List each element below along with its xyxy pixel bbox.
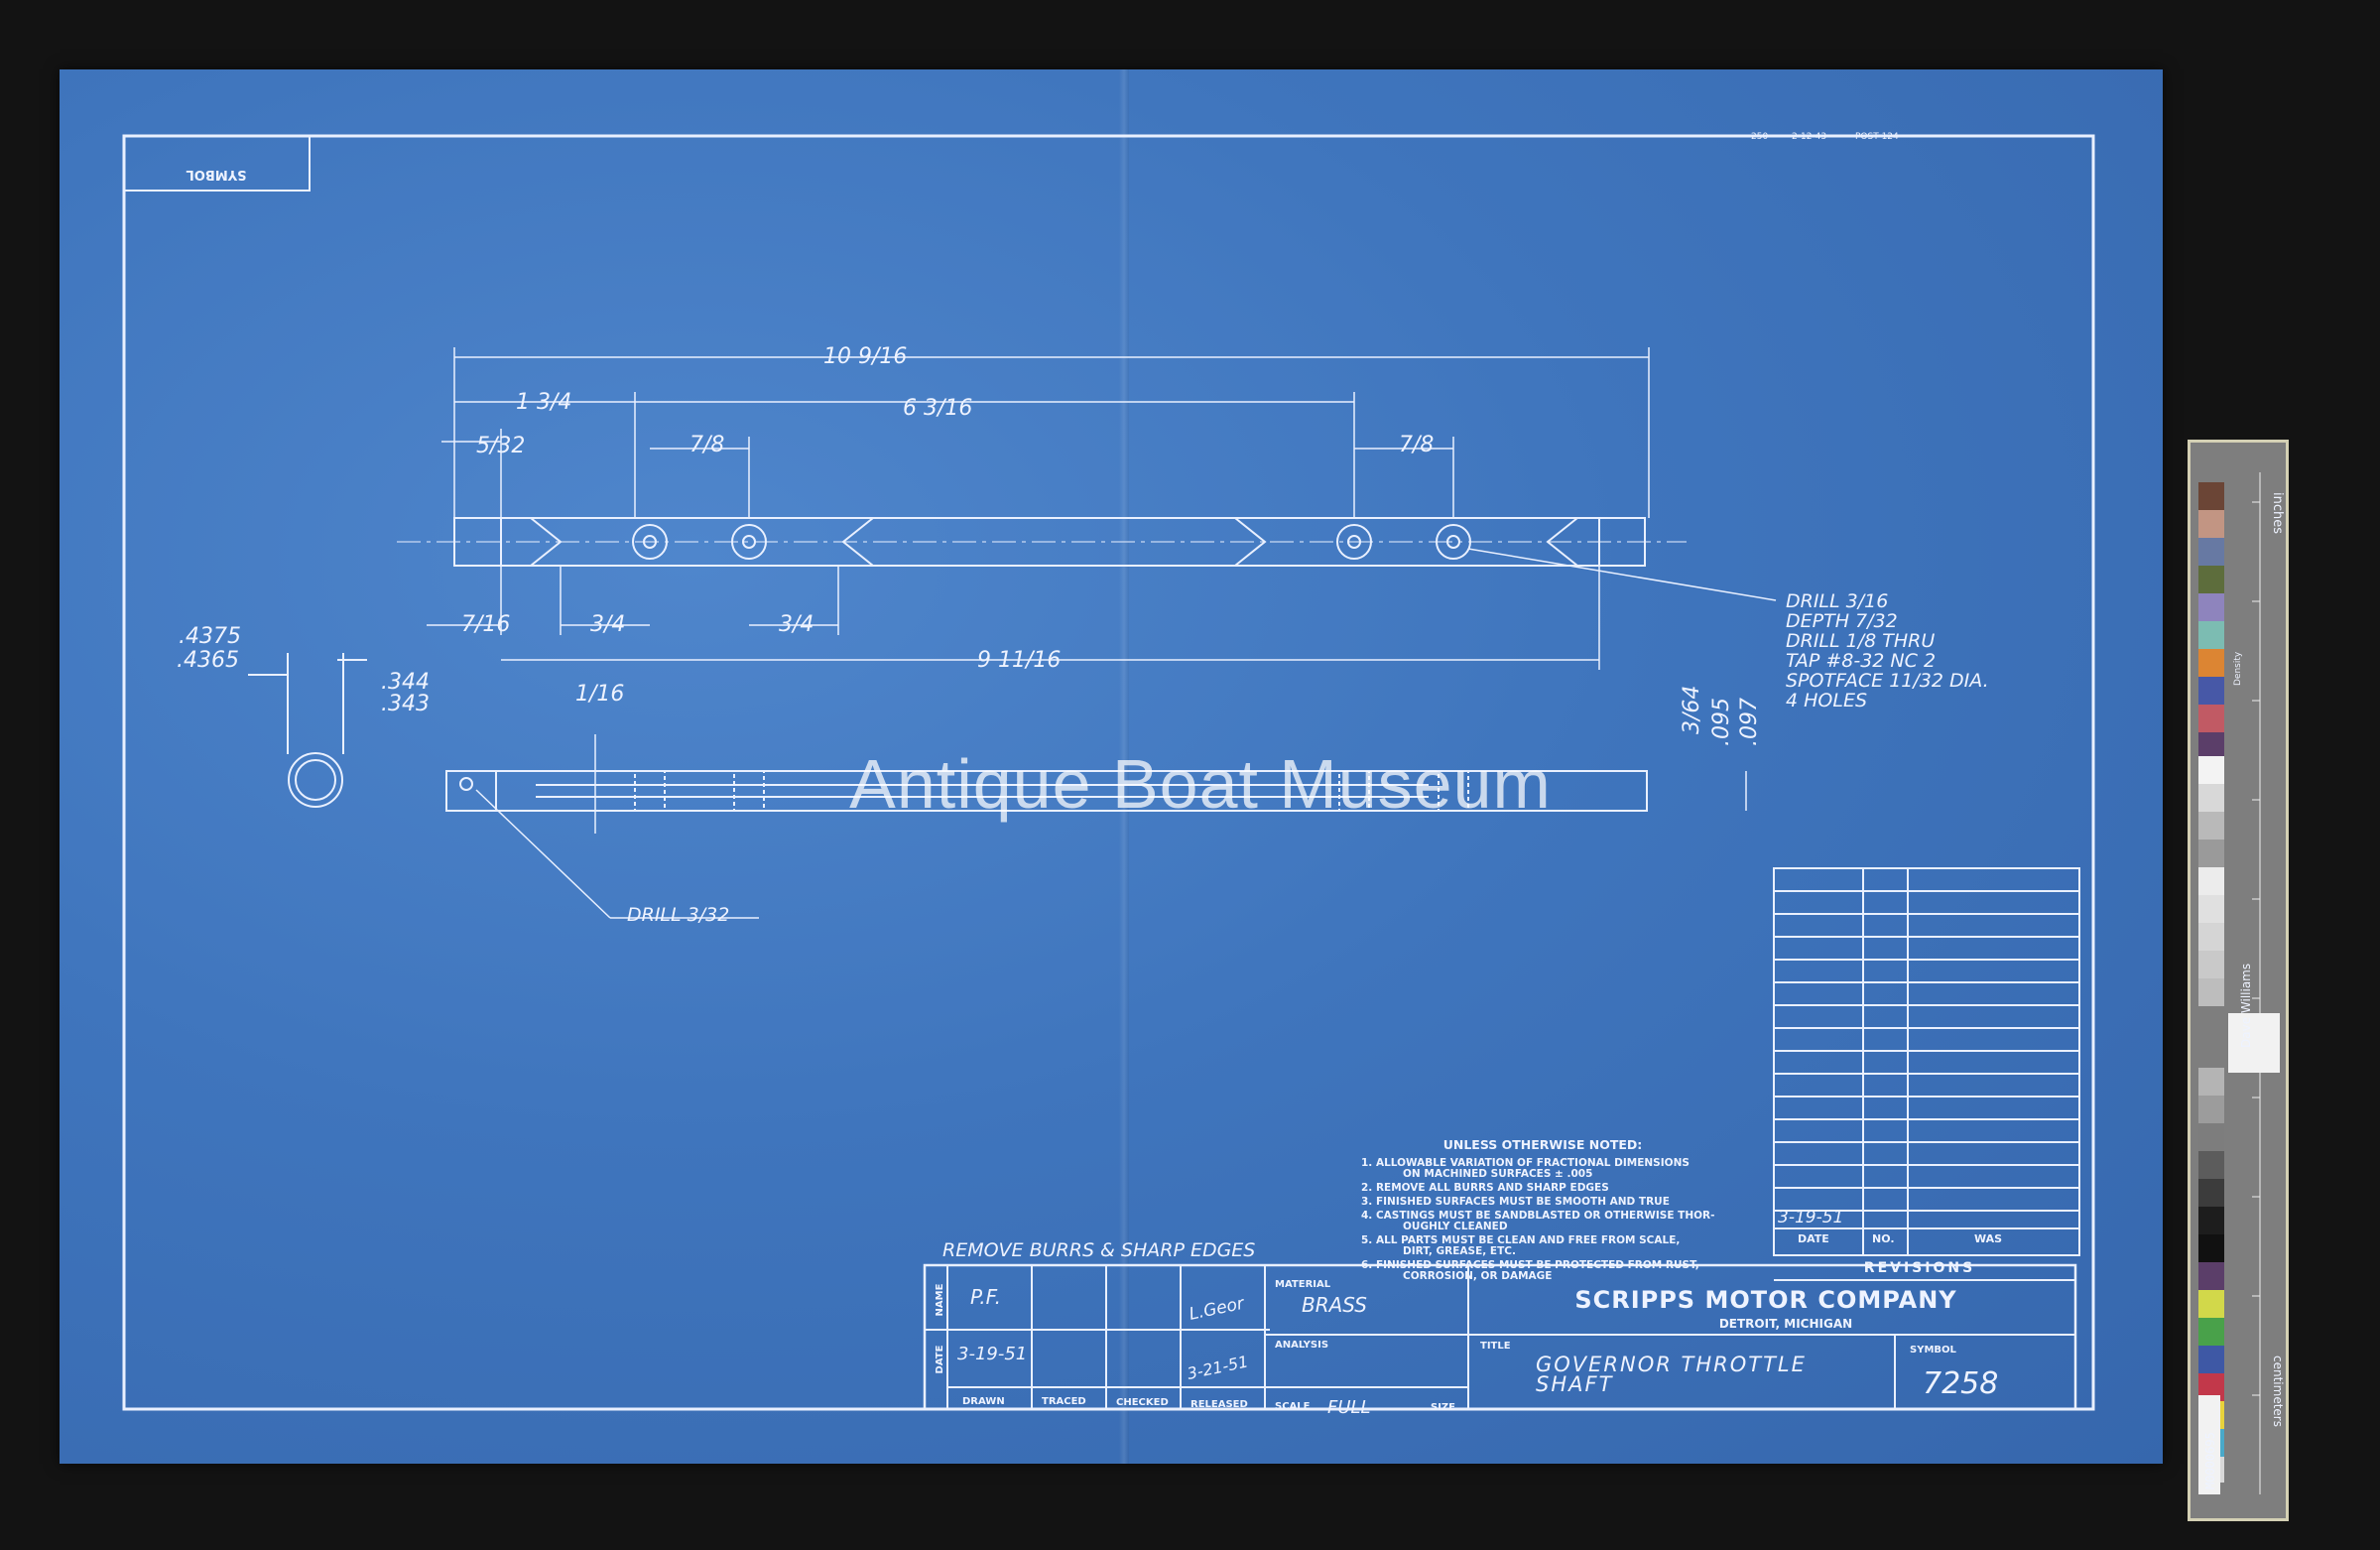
analysis-label: ANALYSIS <box>1275 1340 1328 1351</box>
note-line: 1. ALLOWABLE VARIATION OF FRACTIONAL DIM… <box>1361 1157 1690 1169</box>
note-line: CORROSION, OR DAMAGE <box>1403 1270 1552 1282</box>
dimension-lines <box>427 347 1777 919</box>
revisions-title: REVISIONS <box>1864 1260 1975 1276</box>
drill-note-line: DEPTH 7/32 <box>1786 610 1898 632</box>
notes-title: UNLESS OTHERWISE NOTED: <box>1443 1137 1643 1152</box>
company-name: SCRIPPS MOTOR COMPANY <box>1574 1286 1956 1314</box>
released-date: 3-21-51 <box>1186 1352 1250 1383</box>
card-brand-label: Dave Williams <box>2239 964 2253 1048</box>
note-line: 4. CASTINGS MUST BE SANDBLASTED OR OTHER… <box>1361 1210 1715 1222</box>
shaft-top-view <box>397 517 1687 567</box>
dim-bottom-holes-a: 3/4 <box>590 612 625 637</box>
dim-left-end: 1 3/4 <box>516 390 571 415</box>
size-label: SIZE <box>1431 1402 1455 1413</box>
drawn-date: 3-19-51 <box>957 1344 1027 1364</box>
scale-value: FULL <box>1327 1397 1371 1418</box>
dim-hole-left: 7/8 <box>689 433 724 457</box>
drill-note-line: SPOTFACE 11/32 DIA. <box>1786 670 1989 692</box>
color-swatches <box>2198 482 2224 1483</box>
drill-note-line: DRILL 1/8 THRU <box>1786 630 1935 652</box>
fold-crease <box>1119 69 1129 1464</box>
card-id-label: M0000695 <box>2203 1432 2217 1489</box>
stamp-code: 250 <box>1751 132 1768 142</box>
dim-dia-c: .344 <box>381 670 430 695</box>
dim-dia-d: .343 <box>381 692 430 716</box>
note-line: DIRT, GREASE, ETC. <box>1403 1245 1516 1257</box>
blueprint-sheet <box>60 69 2163 1464</box>
drill-note-line: DRILL 3/16 <box>1786 590 1888 612</box>
title-label: TITLE <box>1480 1341 1511 1352</box>
dim-side-a: 3/64 <box>1680 686 1704 734</box>
stamp-date: 2-12-43 <box>1792 132 1826 142</box>
dim-dia-a: .4375 <box>179 624 241 649</box>
dim-overall: 10 9/16 <box>823 344 907 369</box>
revision-col-was: WAS <box>1974 1232 2002 1245</box>
company-city: DETROIT, MICHIGAN <box>1719 1317 1852 1331</box>
name-label: NAME <box>935 1283 945 1316</box>
drill-note-line: TAP #8-32 NC 2 <box>1786 650 1936 672</box>
dim-length-bottom: 9 11/16 <box>977 648 1061 673</box>
dim-side-b: .095 <box>1709 698 1734 746</box>
shaft-end-view <box>248 653 367 808</box>
revision-col-no: NO. <box>1872 1232 1895 1245</box>
revision-col-date: DATE <box>1798 1232 1829 1245</box>
scale-label: SCALE <box>1275 1401 1311 1412</box>
note-line: 2. REMOVE ALL BURRS AND SHARP EDGES <box>1361 1182 1609 1194</box>
dim-bottom-holes-b: 3/4 <box>779 612 814 637</box>
dim-left-step: 5/32 <box>476 434 525 458</box>
remove-burrs-note: REMOVE BURRS & SHARP EDGES <box>942 1239 1255 1261</box>
card-inches-label: inches <box>2270 492 2285 534</box>
ruler-ticks <box>2252 472 2261 1494</box>
drill-small-note: DRILL 3/32 <box>627 904 729 926</box>
card-density-label: Density <box>2233 651 2243 686</box>
date-label: DATE <box>935 1345 945 1373</box>
revision-date-value: 3-19-51 <box>1778 1208 1843 1227</box>
dim-middle-span: 6 3/16 <box>903 396 972 421</box>
revisions-table <box>1773 867 2080 1256</box>
color-calibration-card: inches Density Dave Williams centimeters… <box>2188 440 2289 1521</box>
title-block <box>923 1263 2077 1411</box>
dim-dia-b: .4365 <box>177 648 239 673</box>
dim-slot: 1/16 <box>575 682 624 707</box>
note-line: ON MACHINED SURFACES ± .005 <box>1403 1168 1592 1180</box>
shaft-side-view <box>445 770 1648 812</box>
general-notes: UNLESS OTHERWISE NOTED: 1. ALLOWABLE VAR… <box>1361 1137 1715 1282</box>
note-line: OUGHLY CLEANED <box>1403 1221 1508 1232</box>
symbol-box-label: SYMBOL <box>187 167 247 182</box>
title-line-1: GOVERNOR THROTTLE <box>1536 1353 1807 1376</box>
symbol-box <box>124 136 311 192</box>
stamp-post: POST 124 <box>1855 132 1899 142</box>
traced-label: TRACED <box>1042 1396 1086 1407</box>
material-label: MATERIAL <box>1275 1279 1331 1290</box>
note-line: 5. ALL PARTS MUST BE CLEAN AND FREE FROM… <box>1361 1234 1680 1246</box>
drawn-name: P.F. <box>970 1285 1001 1309</box>
checked-label: CHECKED <box>1116 1397 1169 1408</box>
released-label: RELEASED <box>1190 1399 1248 1410</box>
drawn-label: DRAWN <box>962 1396 1005 1407</box>
museum-watermark: Antique Boat Museum <box>849 745 1552 823</box>
drill-note-line: 4 HOLES <box>1786 690 1867 711</box>
symbol-label: SYMBOL <box>1910 1345 1957 1356</box>
note-line: 6. FINISHED SURFACES MUST BE PROTECTED F… <box>1361 1259 1699 1271</box>
calibration-card-graphic: inches Density Dave Williams centimeters… <box>2198 472 2285 1494</box>
dim-hole-right: 7/8 <box>1399 433 1434 457</box>
symbol-number: 7258 <box>1923 1366 1998 1401</box>
card-centimeters-label: centimeters <box>2271 1356 2285 1427</box>
dim-side-c: .097 <box>1737 698 1762 746</box>
note-line: 3. FINISHED SURFACES MUST BE SMOOTH AND … <box>1361 1196 1670 1208</box>
material-value: BRASS <box>1302 1293 1367 1317</box>
dim-bottom-left: 7/16 <box>461 612 510 637</box>
title-line-2: SHAFT <box>1536 1372 1614 1396</box>
released-signature: L.Geor <box>1188 1293 1247 1324</box>
